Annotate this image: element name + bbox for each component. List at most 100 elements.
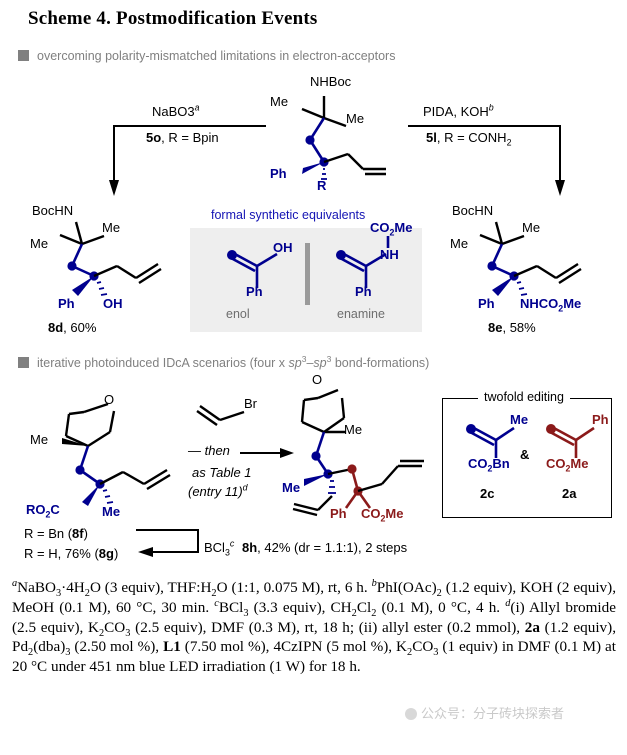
section-header-2: iterative photoinduced IDcA scenarios (f… <box>18 353 430 370</box>
footnote-a-mark: a <box>12 577 18 589</box>
page-title: Scheme 4. Postmodification Events <box>28 8 318 29</box>
bottom-reaction-arrow <box>240 446 296 464</box>
bullet-square-icon-2 <box>18 357 29 368</box>
bcl3-label: BCl3c <box>204 538 235 558</box>
left-reagent-footnote-mark: a <box>194 102 200 113</box>
label-ph: Ph <box>330 506 347 521</box>
label-me-top: Me <box>102 220 121 235</box>
right-reagent-text: PIDA, KOH <box>423 104 489 119</box>
watermark-dot-icon <box>405 708 417 720</box>
ampersand-label: & <box>520 447 530 462</box>
bcl3-footnote-mark: c <box>229 538 235 549</box>
enamine-caption: enamine <box>337 307 385 321</box>
note2-tag: 8g <box>98 546 114 561</box>
left-reagent-text: NaBO3 <box>152 104 195 119</box>
conditions-then: — then <box>188 443 230 458</box>
label-me: Me <box>510 412 529 427</box>
label-bochn: BocHN <box>452 203 494 218</box>
footnote-c-mark: c <box>214 597 219 609</box>
label-ro2c: RO2C <box>26 502 60 520</box>
section-header-1: overcoming polarity-mismatched limitatio… <box>18 49 395 63</box>
note2-suffix: ) <box>113 546 119 561</box>
conditions-footnote-mark: d <box>242 482 248 493</box>
product-8d-yield: , 60% <box>63 320 97 335</box>
note1-prefix: R = Bn ( <box>24 526 73 541</box>
product-8h-yield: , 42% (dr = 1.1:1), 2 steps <box>257 540 408 555</box>
label-o-ring: O <box>104 392 115 407</box>
bcl3-recycle-arrow <box>128 524 208 564</box>
label-me-chain: Me <box>102 504 121 519</box>
label-me-ring: Me <box>30 432 49 447</box>
left-reagent-label: NaBO3a <box>152 102 200 119</box>
product-8e-yield: , 58% <box>502 320 536 335</box>
label-ph: Ph <box>246 284 263 299</box>
conditions-line2: as Table 1 <box>192 465 252 480</box>
acceptor-2a-structure: Ph CO2Me <box>536 412 616 474</box>
right-reaction-arrow <box>408 122 570 200</box>
left-substrate-label: 5o, R = Bpin <box>146 130 219 145</box>
footnotes-block: aNaBO3·4H2O (3 equiv), THF:H2O (1:1, 0.0… <box>12 578 616 677</box>
footnote-b-mark: b <box>371 577 377 589</box>
label-me-top: Me <box>344 422 363 437</box>
note1-suffix: ) <box>83 526 88 541</box>
label-nhboc: NHBoc <box>310 74 352 89</box>
label-ph: Ph <box>478 296 495 311</box>
watermark-text: 公众号：分子砖块探索者 <box>421 706 565 721</box>
right-substrate-tag: 5l <box>426 130 437 145</box>
footnote-c-text: BCl3 (3.3 equiv), CH2Cl2 (0.1 M), 0 °C, … <box>218 598 506 619</box>
note1-tag: 8f <box>72 526 84 541</box>
product-8d-structure: BocHN Me Me Ph OH <box>20 203 190 318</box>
label-o-ring: O <box>312 372 323 387</box>
right-reagent-footnote-mark: b <box>488 102 494 113</box>
substrate-note-line-2: R = H, 76% (8g) <box>24 546 118 561</box>
left-substrate-def: , R = Bpin <box>161 130 219 145</box>
label-me-left: Me <box>282 480 301 495</box>
label-co2me: CO2Me <box>361 506 404 524</box>
conditions-line3-text: (entry 11) <box>188 484 243 499</box>
right-substrate-label: 5l, R = CONH2 <box>426 130 512 148</box>
product-8e-caption: 8e, 58% <box>488 320 536 335</box>
section-header-2-label: iterative photoinduced IDcA scenarios (f… <box>37 353 430 370</box>
product-8h-tag: 8h <box>242 540 258 555</box>
label-me-left: Me <box>450 236 469 251</box>
equivalents-title: formal synthetic equivalents <box>211 208 366 222</box>
bottom-substrate-structure: O Me RO2C Me <box>22 388 212 520</box>
product-8h-structure: O Me Me Ph CO2Me <box>282 372 446 526</box>
label-co2bn: CO2Bn <box>468 456 510 474</box>
label-co2me: CO2Me <box>546 456 589 474</box>
label-ph: Ph <box>355 284 372 299</box>
section-header-1-label: overcoming polarity-mismatched limitatio… <box>37 49 396 63</box>
conditions-line3: (entry 11)d <box>188 482 248 499</box>
label-co2me: CO2Me <box>370 220 413 238</box>
equivalents-divider <box>305 243 310 305</box>
acceptor-2c-structure: Me CO2Bn <box>456 412 536 474</box>
label-br: Br <box>244 396 257 411</box>
label-me-top: Me <box>522 220 541 235</box>
label-r: R <box>317 178 327 193</box>
product-8d-tag: 8d <box>48 320 64 335</box>
label-ph: Ph <box>592 412 609 427</box>
product-8h-caption: 8h, 42% (dr = 1.1:1), 2 steps <box>242 540 407 555</box>
product-8d-caption: 8d, 60% <box>48 320 96 335</box>
enamine-structure: CO2Me NH Ph <box>322 220 422 304</box>
label-me-right: Me <box>346 111 365 126</box>
right-substrate-def-text: , R = CONH2 <box>436 130 512 148</box>
enol-caption: enol <box>226 307 250 321</box>
watermark: 公众号：分子砖块探索者 <box>405 703 564 722</box>
top-substrate-structure: NHBoc Me Me Ph R <box>262 74 412 193</box>
label-me-left: Me <box>270 94 289 109</box>
label-nhco2me: NHCO2Me <box>520 296 582 314</box>
label-me-left: Me <box>30 236 49 251</box>
acceptor-2a-tag: 2a <box>562 486 577 501</box>
twofold-editing-title: twofold editing <box>478 390 570 404</box>
allyl-bromide-structure: Br <box>196 396 282 438</box>
label-ph: Ph <box>270 166 287 181</box>
label-ph: Ph <box>58 296 75 311</box>
bullet-square-icon <box>18 50 29 61</box>
enol-structure: OH Ph <box>213 240 303 302</box>
right-reagent-label: PIDA, KOHb <box>423 102 494 119</box>
label-bochn: BocHN <box>32 203 74 218</box>
acceptor-2c-tag: 2c <box>480 486 495 501</box>
note2-prefix: R = H, 76% ( <box>24 546 99 561</box>
product-8e-structure: BocHN Me Me Ph NHCO2Me <box>440 203 620 318</box>
